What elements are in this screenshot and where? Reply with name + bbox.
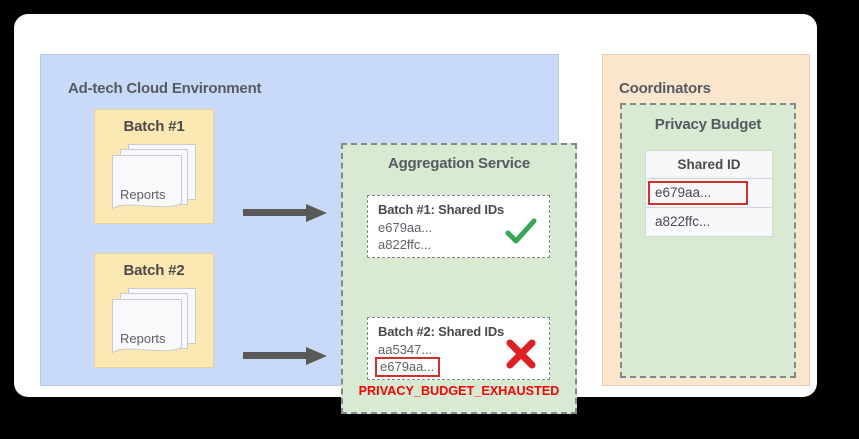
shared-id-value: a822ffc... <box>655 214 711 229</box>
report-page-front-icon: Reports <box>112 155 182 211</box>
batch-1-card-title: Batch #1: Shared IDs <box>378 202 505 217</box>
privacy-budget-title: Privacy Budget <box>654 116 762 133</box>
batch-1-shared-id-1: e679aa... <box>378 220 433 235</box>
shared-id-table-header: Shared ID <box>646 151 772 179</box>
batch-2-shared-id-2-flagged: e679aa... <box>375 357 441 377</box>
batch-2-card-title: Batch #2: Shared IDs <box>378 324 505 339</box>
batch-2-reports-label: Reports <box>120 331 166 346</box>
adtech-panel-title: Ad-tech Cloud Environment <box>68 80 262 97</box>
privacy-budget-panel: Privacy Budget Shared ID e679aa... a822f… <box>620 103 796 378</box>
batch-2-reports-stack: Reports <box>112 288 200 356</box>
diagram-card: Ad-tech Cloud Environment Batch #1 Repor… <box>14 14 817 414</box>
coordinators-panel-title: Coordinators <box>619 80 711 97</box>
batch-2-shared-id-1: aa5347... <box>378 342 433 357</box>
batch-2-box: Batch #2 Reports <box>94 253 214 368</box>
batch-2-label: Batch #2 <box>123 262 185 279</box>
privacy-budget-error-message: PRIVACY_BUDGET_EXHAUSTED <box>358 384 560 398</box>
batch-2-shared-ids-card: Batch #2: Shared IDs aa5347... e679aa... <box>367 317 550 380</box>
batch-1-shared-ids-card: Batch #1: Shared IDs e679aa... a822ffc..… <box>367 195 550 258</box>
coordinators-panel: Coordinators Privacy Budget Shared ID e6… <box>602 54 810 386</box>
batch-1-label: Batch #1 <box>123 118 185 135</box>
table-row: e679aa... <box>646 179 772 208</box>
table-row: a822ffc... <box>646 208 772 236</box>
x-icon <box>503 336 539 372</box>
batch-2-arrow-icon <box>243 345 327 367</box>
report-page-front-icon: Reports <box>112 299 182 355</box>
batch-1-reports-stack: Reports <box>112 144 200 212</box>
aggregation-service-title: Aggregation Service <box>387 155 531 172</box>
aggregation-service-panel: Aggregation Service Batch #1: Shared IDs… <box>341 143 577 414</box>
batch-1-box: Batch #1 Reports <box>94 109 214 224</box>
batch-1-shared-id-2: a822ffc... <box>378 237 432 252</box>
check-icon <box>503 214 539 250</box>
adtech-cloud-environment-panel: Ad-tech Cloud Environment Batch #1 Repor… <box>40 54 577 414</box>
batch-1-reports-label: Reports <box>120 187 166 202</box>
shared-id-value: e679aa... <box>655 185 712 200</box>
shared-id-table: Shared ID e679aa... a822ffc... <box>645 150 773 237</box>
batch-1-arrow-icon <box>243 202 327 224</box>
